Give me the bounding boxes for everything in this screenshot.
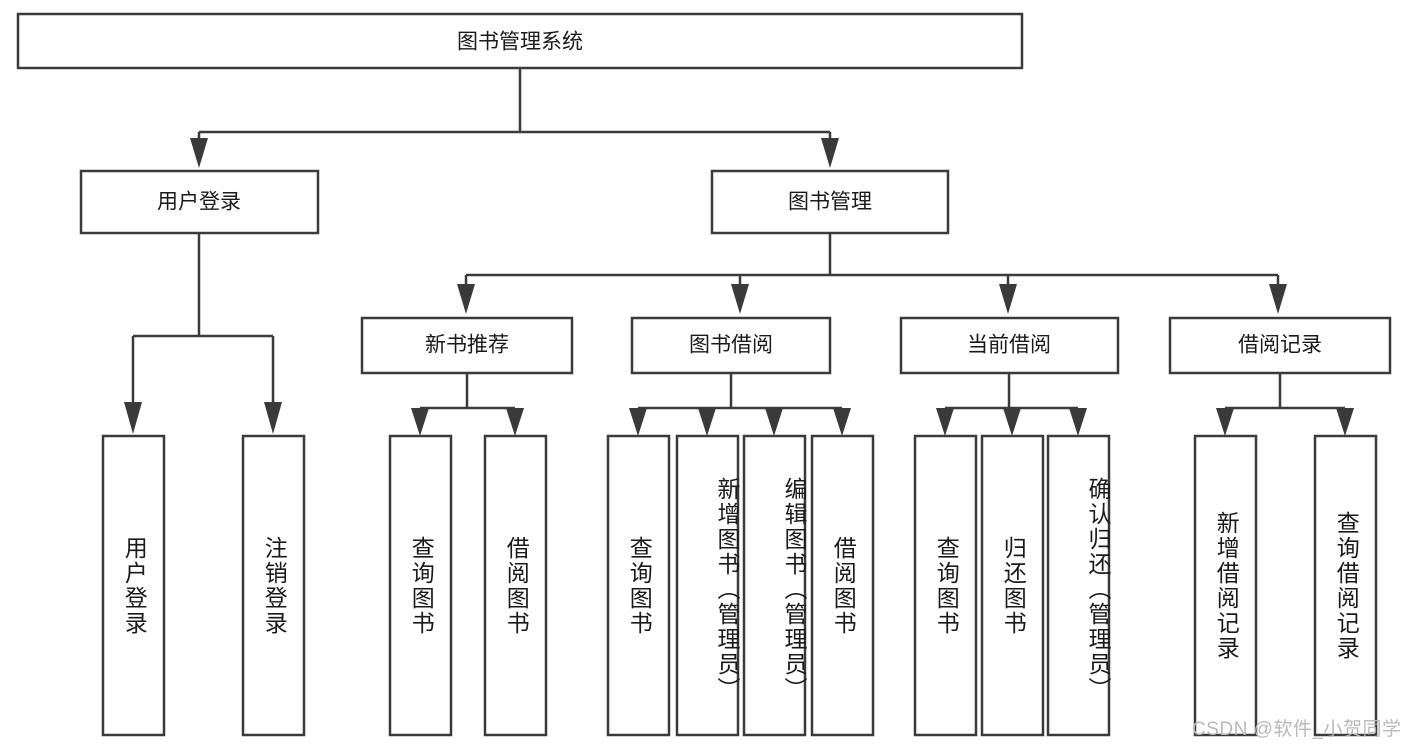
node-root-system-label: 图书管理系统 bbox=[457, 31, 583, 54]
node-new-book-recommend[interactable] bbox=[360, 316, 574, 375]
arrowhead-user-login-leaf-2 bbox=[264, 402, 282, 434]
node-book-manage-label: 图书管理 bbox=[788, 191, 872, 214]
node-leaf-add-book[interactable] bbox=[675, 434, 740, 737]
arrowhead-root-to-user-login bbox=[190, 138, 208, 168]
arrowhead-book-manage-to-borrow-record bbox=[1269, 284, 1287, 314]
node-current-borrow[interactable] bbox=[899, 316, 1120, 375]
arrowhead-borrow-record-leaf-2 bbox=[1336, 408, 1354, 436]
arrowhead-book-manage-to-book-borrow bbox=[731, 284, 749, 314]
node-root-system[interactable] bbox=[16, 12, 1024, 70]
node-leaf-query-book-1[interactable] bbox=[388, 434, 453, 737]
node-new-book-recommend-label: 新书推荐 bbox=[425, 334, 509, 357]
node-leaf-user-login[interactable] bbox=[101, 434, 166, 737]
node-leaf-query-book-3[interactable] bbox=[913, 434, 978, 737]
node-book-borrow[interactable] bbox=[630, 316, 832, 375]
arrowhead-root-to-book-manage bbox=[821, 138, 839, 168]
node-borrow-record[interactable] bbox=[1168, 316, 1392, 375]
arrowhead-user-login-leaf-1 bbox=[124, 402, 142, 434]
arrowhead-current-borrow-leaf-1 bbox=[936, 408, 954, 436]
node-leaf-edit-book[interactable] bbox=[742, 434, 807, 737]
node-leaf-user-logout[interactable] bbox=[241, 434, 306, 737]
arrowhead-borrow-record-leaf-1 bbox=[1216, 408, 1234, 436]
node-book-borrow-label: 图书借阅 bbox=[689, 334, 773, 357]
arrowhead-new-book-leaf-2 bbox=[506, 408, 524, 436]
node-leaf-return-book[interactable] bbox=[980, 434, 1045, 737]
arrowhead-book-borrow-leaf-4 bbox=[833, 408, 851, 436]
arrowhead-book-manage-to-new-book bbox=[457, 284, 475, 314]
node-current-borrow-label: 当前借阅 bbox=[967, 334, 1051, 357]
arrowhead-current-borrow-leaf-2 bbox=[1003, 408, 1021, 436]
node-user-login-label: 用户登录 bbox=[157, 191, 241, 214]
arrowhead-book-borrow-leaf-2 bbox=[698, 408, 716, 436]
arrowhead-book-borrow-leaf-3 bbox=[765, 408, 783, 436]
node-book-manage[interactable] bbox=[710, 169, 950, 235]
node-leaf-query-book-2[interactable] bbox=[606, 434, 671, 737]
node-leaf-confirm-return[interactable] bbox=[1046, 434, 1111, 737]
csdn-watermark: CSDN @软件_小贺同学 bbox=[1192, 719, 1402, 740]
node-leaf-borrow-book-1[interactable] bbox=[483, 434, 548, 737]
node-leaf-query-record[interactable] bbox=[1313, 434, 1378, 737]
arrowhead-new-book-leaf-1 bbox=[411, 408, 429, 436]
node-borrow-record-label: 借阅记录 bbox=[1238, 334, 1322, 357]
node-leaf-add-record[interactable] bbox=[1193, 434, 1258, 737]
arrowhead-book-borrow-leaf-1 bbox=[629, 408, 647, 436]
arrowhead-book-manage-to-current-borrow bbox=[999, 284, 1017, 314]
arrowhead-current-borrow-leaf-3 bbox=[1069, 408, 1087, 436]
node-leaf-borrow-book-2[interactable] bbox=[810, 434, 875, 737]
